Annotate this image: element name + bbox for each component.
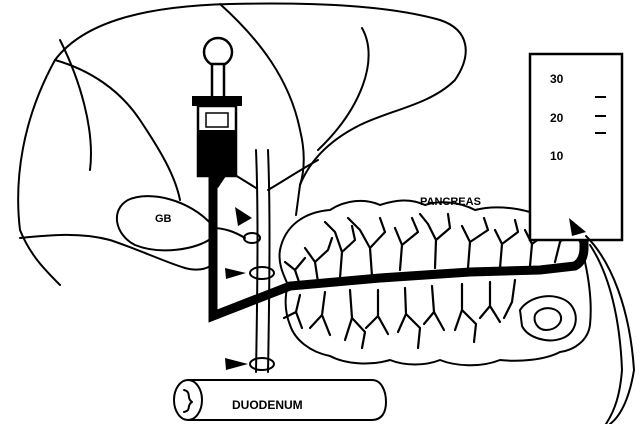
liver — [18, 4, 466, 285]
pancreas-label: PANCREAS — [420, 196, 481, 208]
manometer-tick-30: 30 — [550, 72, 564, 86]
manometer-tick-20: 20 — [550, 111, 564, 125]
syringe-icon — [192, 38, 242, 188]
gallbladder: GB — [117, 196, 245, 250]
manometer: 30 20 10 — [530, 54, 622, 240]
arrowhead-icon — [235, 207, 252, 226]
arrowhead-icon — [225, 268, 246, 279]
arrowhead-icon — [225, 358, 248, 370]
manometer-tick-10: 10 — [550, 149, 564, 163]
duodenum-label: DUODENUM — [232, 398, 303, 412]
duodenum: DUODENUM — [174, 380, 386, 420]
spleen-edge — [586, 236, 634, 424]
gallbladder-label: GB — [155, 213, 172, 225]
